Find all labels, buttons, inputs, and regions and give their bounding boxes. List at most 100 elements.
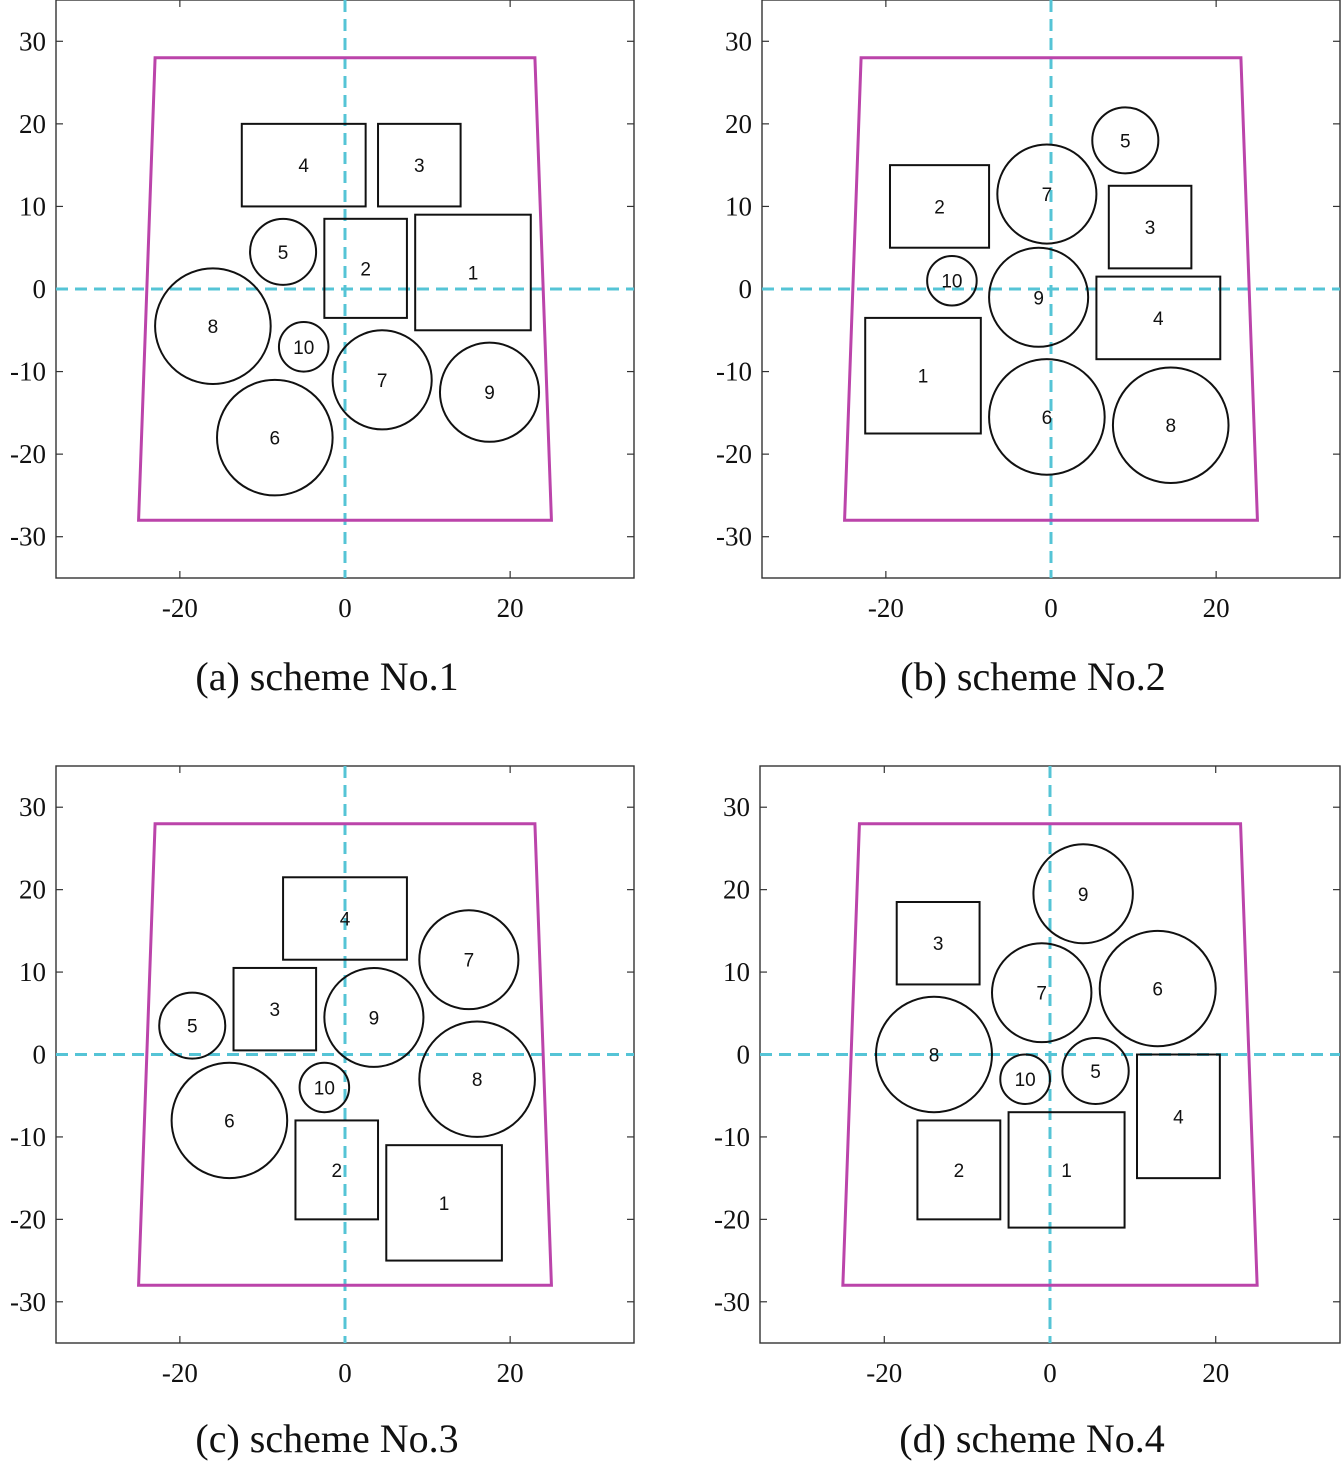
rect-label: 4 [1173,1107,1184,1128]
rect-component-2 [888,164,991,249]
rect-label: 1 [439,1194,450,1215]
rect-component-4 [282,876,408,961]
y-tick-label: 10 [19,191,46,221]
rect-label: 2 [934,197,945,218]
y-tick-label: 10 [725,191,752,221]
x-tick-label: 20 [1203,593,1230,623]
y-tick-label: 20 [19,109,46,139]
circle-component-9 [323,966,425,1068]
circle-component-6 [170,1061,289,1180]
rect-component-3 [377,122,462,208]
circle-component-7 [996,143,1098,245]
y-tick-label: -20 [716,439,752,469]
y-tick-label: 20 [725,109,752,139]
y-tick-label: 30 [19,26,46,56]
y-tick-label: -10 [10,357,46,387]
y-tick-label: -20 [10,1204,46,1234]
rect-label: 2 [331,1161,342,1182]
circle-label: 7 [1036,984,1047,1005]
rect-component-1 [414,213,532,332]
rect-component-2 [916,1119,1002,1221]
circle-label: 10 [314,1078,335,1099]
panel-caption: (b) scheme No.2 [900,654,1165,699]
rect-label: 3 [933,934,944,955]
x-tick-label: 0 [338,593,352,623]
rect-label: 3 [1145,218,1156,239]
circle-component-8 [1111,366,1230,485]
circle-label: 10 [1015,1070,1036,1091]
y-tick-label: -10 [714,1122,750,1152]
rect-label: 4 [1153,309,1164,330]
y-tick-label: 20 [19,875,46,905]
rect-label: 4 [340,909,351,930]
circle-label: 6 [1152,980,1163,1001]
y-tick-label: 0 [737,1040,751,1070]
circle-component-6 [1098,929,1217,1048]
circle-label: 6 [1042,408,1053,429]
circle-label: 6 [270,429,281,450]
circle-label: 5 [187,1017,198,1038]
rect-component-3 [895,901,981,986]
circle-label: 10 [293,338,314,359]
circle-label: 6 [224,1111,235,1132]
rect-label: 1 [918,367,929,388]
circle-component-8 [418,1020,536,1138]
circle-label: 7 [464,951,475,972]
x-tick-label: -20 [162,593,198,623]
x-tick-label: -20 [868,593,904,623]
y-tick-label: -30 [10,1287,46,1317]
y-tick-label: -30 [10,522,46,552]
circle-component-7 [990,942,1093,1044]
y-tick-label: 30 [725,26,752,56]
rect-component-2 [323,217,408,319]
circle-component-10 [999,1053,1051,1105]
circle-component-8 [875,995,993,1114]
circle-component-5 [1061,1037,1130,1105]
y-tick-label: -30 [716,522,752,552]
rect-component-2 [294,1119,380,1221]
rect-component-4 [1136,1053,1221,1180]
y-tick-label: 10 [723,957,750,987]
circle-label: 5 [1120,131,1131,152]
boundary-trapezoid [841,822,1259,1287]
rect-component-1 [385,1144,503,1262]
rect-label: 2 [360,259,371,280]
boundary-trapezoid [137,822,553,1287]
y-tick-label: -10 [716,357,752,387]
y-tick-label: 0 [33,274,47,304]
rect-component-3 [232,966,318,1052]
x-tick-label: -20 [162,1358,198,1388]
rect-label: 3 [414,156,425,177]
circle-component-7 [418,909,520,1011]
circle-component-5 [249,217,318,286]
rect-label: 2 [954,1161,965,1182]
circle-component-5 [1091,106,1160,175]
y-tick-label: 10 [19,957,46,987]
y-tick-label: 20 [723,875,750,905]
circle-label: 5 [278,243,289,264]
circle-component-5 [158,991,227,1060]
circle-label: 8 [208,317,219,338]
circle-label: 7 [377,371,388,392]
circle-component-9 [988,246,1090,348]
rect-label: 3 [270,1000,281,1021]
boundary-trapezoid [843,56,1259,522]
circle-label: 9 [484,383,495,404]
panel-caption: (a) scheme No.1 [195,654,458,699]
rect-component-4 [240,122,367,208]
circle-label: 9 [1033,288,1044,309]
y-tick-label: -20 [10,439,46,469]
circle-component-6 [988,358,1106,476]
circle-component-9 [438,341,541,443]
circle-component-7 [331,329,433,431]
circle-label: 8 [472,1070,483,1091]
circle-component-10 [926,254,978,307]
panel-caption: (d) scheme No.4 [899,1416,1164,1461]
y-tick-label: 30 [19,792,46,822]
boundary-trapezoid [137,56,553,522]
circle-component-10 [277,321,330,373]
y-tick-label: 30 [723,792,750,822]
